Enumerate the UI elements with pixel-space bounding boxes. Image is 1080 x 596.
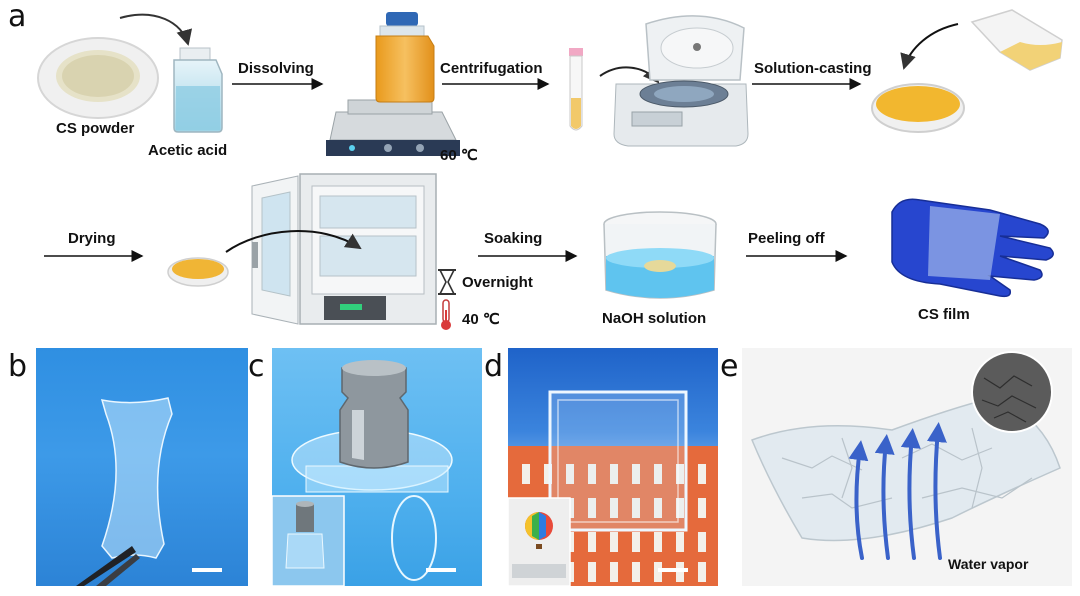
acetic-acid-bottle	[173, 47, 223, 133]
photo-panel-c	[272, 348, 482, 586]
illustration-panel-e: Water vapor	[742, 348, 1072, 586]
naoh-beaker	[603, 211, 717, 299]
cs-film-sheet	[751, 397, 1061, 542]
label-dissolving: Dissolving	[238, 60, 314, 77]
gloved-hand	[891, 198, 1054, 298]
label-temp-60: 60 ℃	[440, 147, 478, 164]
label-centrifugation: Centrifugation	[440, 60, 543, 77]
label-peeling-off: Peeling off	[748, 230, 825, 247]
scale-bar-d	[658, 568, 688, 572]
test-tube	[569, 48, 583, 131]
panel-label-d: d	[484, 349, 504, 384]
label-overnight: Overnight	[462, 274, 533, 291]
panel-label-c: c	[248, 349, 265, 384]
photo-panel-b	[36, 348, 248, 586]
arrow-flask-to-dish	[900, 23, 959, 70]
photo-panel-d	[508, 348, 718, 586]
label-drying: Drying	[68, 230, 116, 247]
film-strip-shape	[100, 397, 173, 559]
arrow-powder-to-bottle	[119, 13, 193, 46]
tweezers	[76, 546, 136, 586]
label-solution-casting: Solution-casting	[754, 60, 872, 77]
steel-weight	[339, 363, 409, 469]
water-vapor-arrows	[848, 422, 947, 560]
label-water-vapor: Water vapor	[948, 556, 1029, 572]
scheme-graphics	[37, 9, 1063, 330]
panel-label-a: a	[8, 0, 27, 34]
ruler	[512, 564, 566, 578]
scale-bar-b	[192, 568, 222, 572]
transparent-film-frame	[548, 390, 688, 532]
thermometer-icon	[441, 299, 451, 330]
balloon-image	[525, 512, 553, 549]
label-cs-film: CS film	[918, 306, 970, 323]
sem-inset	[971, 351, 1053, 433]
pouring-flask	[970, 9, 1063, 71]
label-temp-40: 40 ℃	[462, 311, 500, 328]
arrow-dish-to-oven	[225, 230, 362, 253]
film-cracks	[781, 427, 1033, 509]
label-cs-powder: CS powder	[56, 120, 135, 137]
panel-label-b: b	[8, 349, 28, 384]
label-acetic-acid: Acetic acid	[148, 142, 228, 159]
scale-bar-c	[426, 568, 456, 572]
label-soaking: Soaking	[484, 230, 543, 247]
centrifuge	[613, 15, 749, 147]
hot-plate-stirrer	[326, 99, 460, 156]
label-naoh-solution: NaOH solution	[602, 310, 707, 327]
building-windows	[522, 464, 706, 582]
hourglass-icon	[438, 269, 456, 295]
cs-powder-dish	[37, 37, 159, 119]
panel-label-e: e	[720, 349, 739, 384]
drying-oven	[251, 173, 437, 325]
casting-dish	[871, 83, 965, 133]
media-jar	[375, 12, 435, 103]
drying-dish	[167, 257, 229, 287]
